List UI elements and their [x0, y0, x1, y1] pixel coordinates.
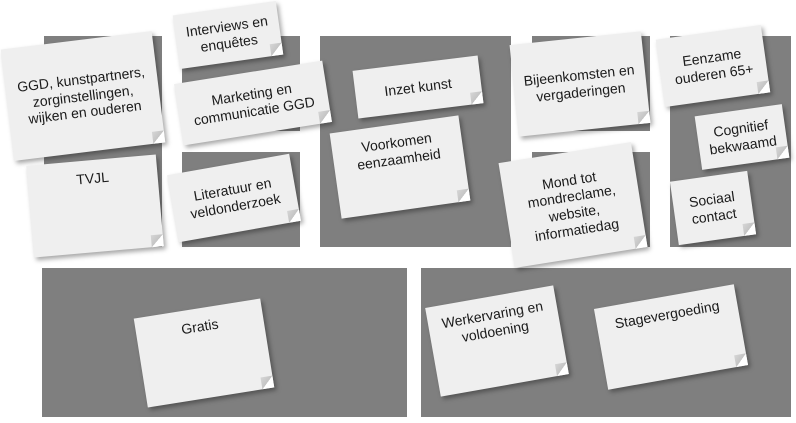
note-voorkomen-text: Voorkomen eenzaamheid	[356, 129, 442, 173]
note-gratis-text: Gratis	[180, 315, 220, 338]
note-voorkomen: Voorkomen eenzaamheid	[329, 115, 471, 219]
note-stagevergoeding-text: Stagevergoeding	[613, 297, 721, 332]
note-interviews-text: Interviews en enquêtes	[184, 12, 269, 55]
note-mond-text: Mond tot mondreclame, website, informati…	[526, 168, 620, 244]
note-literatuur-text: Literatuur en veldonderzoek	[189, 174, 282, 222]
note-sociaal-text: Sociaal contact	[687, 188, 738, 227]
note-sociaal: Sociaal contact	[669, 170, 757, 246]
note-marketing-text: Marketing en communicatie GGD	[192, 80, 316, 129]
note-bijeenkomsten-text: Bijeenkomsten en vergaderingen	[522, 61, 636, 105]
note-cognitief-text: Cognitief bekwaamd	[708, 116, 778, 158]
note-werkervaring-text: Werkervaring en voldoening	[440, 297, 545, 345]
note-bijeenkomsten: Bijeenkomsten en vergaderingen	[509, 31, 651, 137]
note-partners: GGD, kunstpartners, zorginstellingen, wi…	[0, 31, 166, 161]
note-inzet-kunst-text: Inzet kunst	[383, 74, 453, 99]
note-tvjl: TVJL	[26, 154, 164, 258]
note-partners-text: GGD, kunstpartners, zorginstellingen, wi…	[16, 63, 146, 127]
note-tvjl-text: TVJL	[75, 168, 110, 188]
note-mond: Mond tot mondreclame, website, informati…	[498, 142, 648, 268]
note-eenzame-text: Eenzame ouderen 65+	[673, 45, 755, 88]
